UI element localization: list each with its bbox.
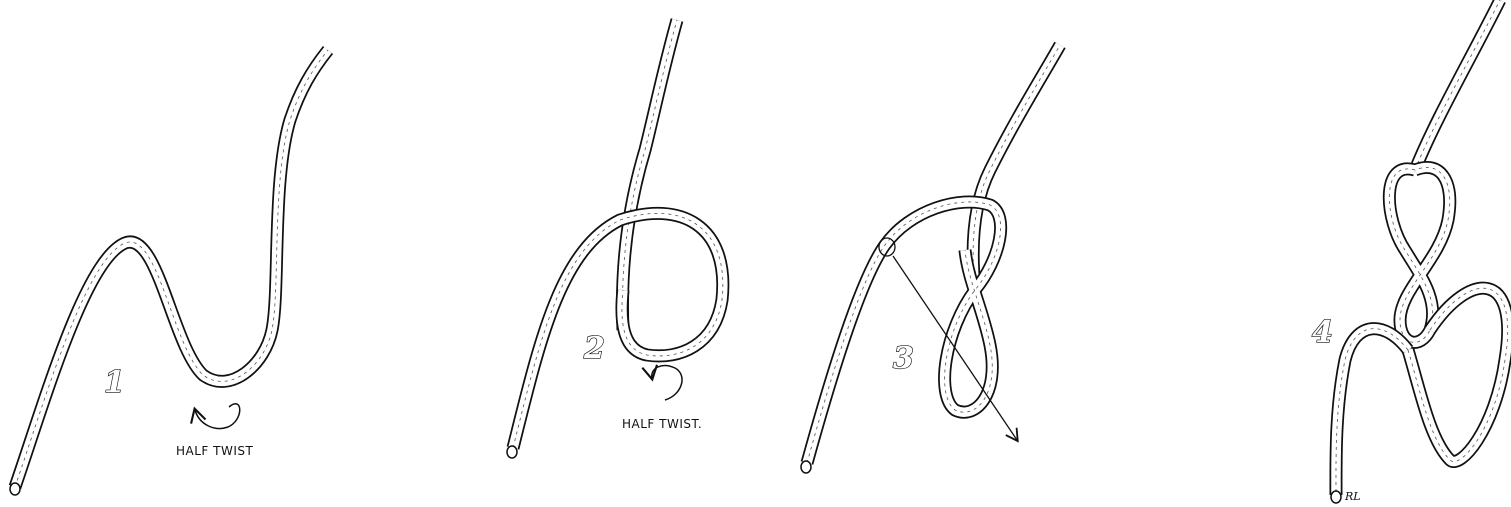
step-2: 2 HALF TWIST. [507,20,723,458]
step-4: 4 RL [1312,0,1508,503]
step-1: 1 HALF TWIST [10,50,328,495]
twist-arrow-icon [652,366,682,400]
rope-end-step-1 [10,483,20,495]
rope-end-step-4 [1331,491,1341,503]
step-number-1: 1 [104,365,125,400]
rope-step-3 [807,45,1060,463]
twist-arrow-icon [195,404,240,429]
half-twist-label-1: HALF TWIST [176,444,253,458]
rope-end-step-3 [801,461,811,473]
half-twist-label-2: HALF TWIST. [622,417,702,431]
step-3: 3 [801,45,1060,473]
artist-initials: RL [1344,490,1361,503]
rope-end-step-2 [507,446,517,458]
rope-step-1 [15,50,328,487]
rope-step-4 [1336,0,1508,495]
step-number-3: 3 [893,341,914,376]
rope-step-2 [513,20,723,448]
step-number-2: 2 [583,331,605,366]
step-number-4: 4 [1312,315,1333,350]
